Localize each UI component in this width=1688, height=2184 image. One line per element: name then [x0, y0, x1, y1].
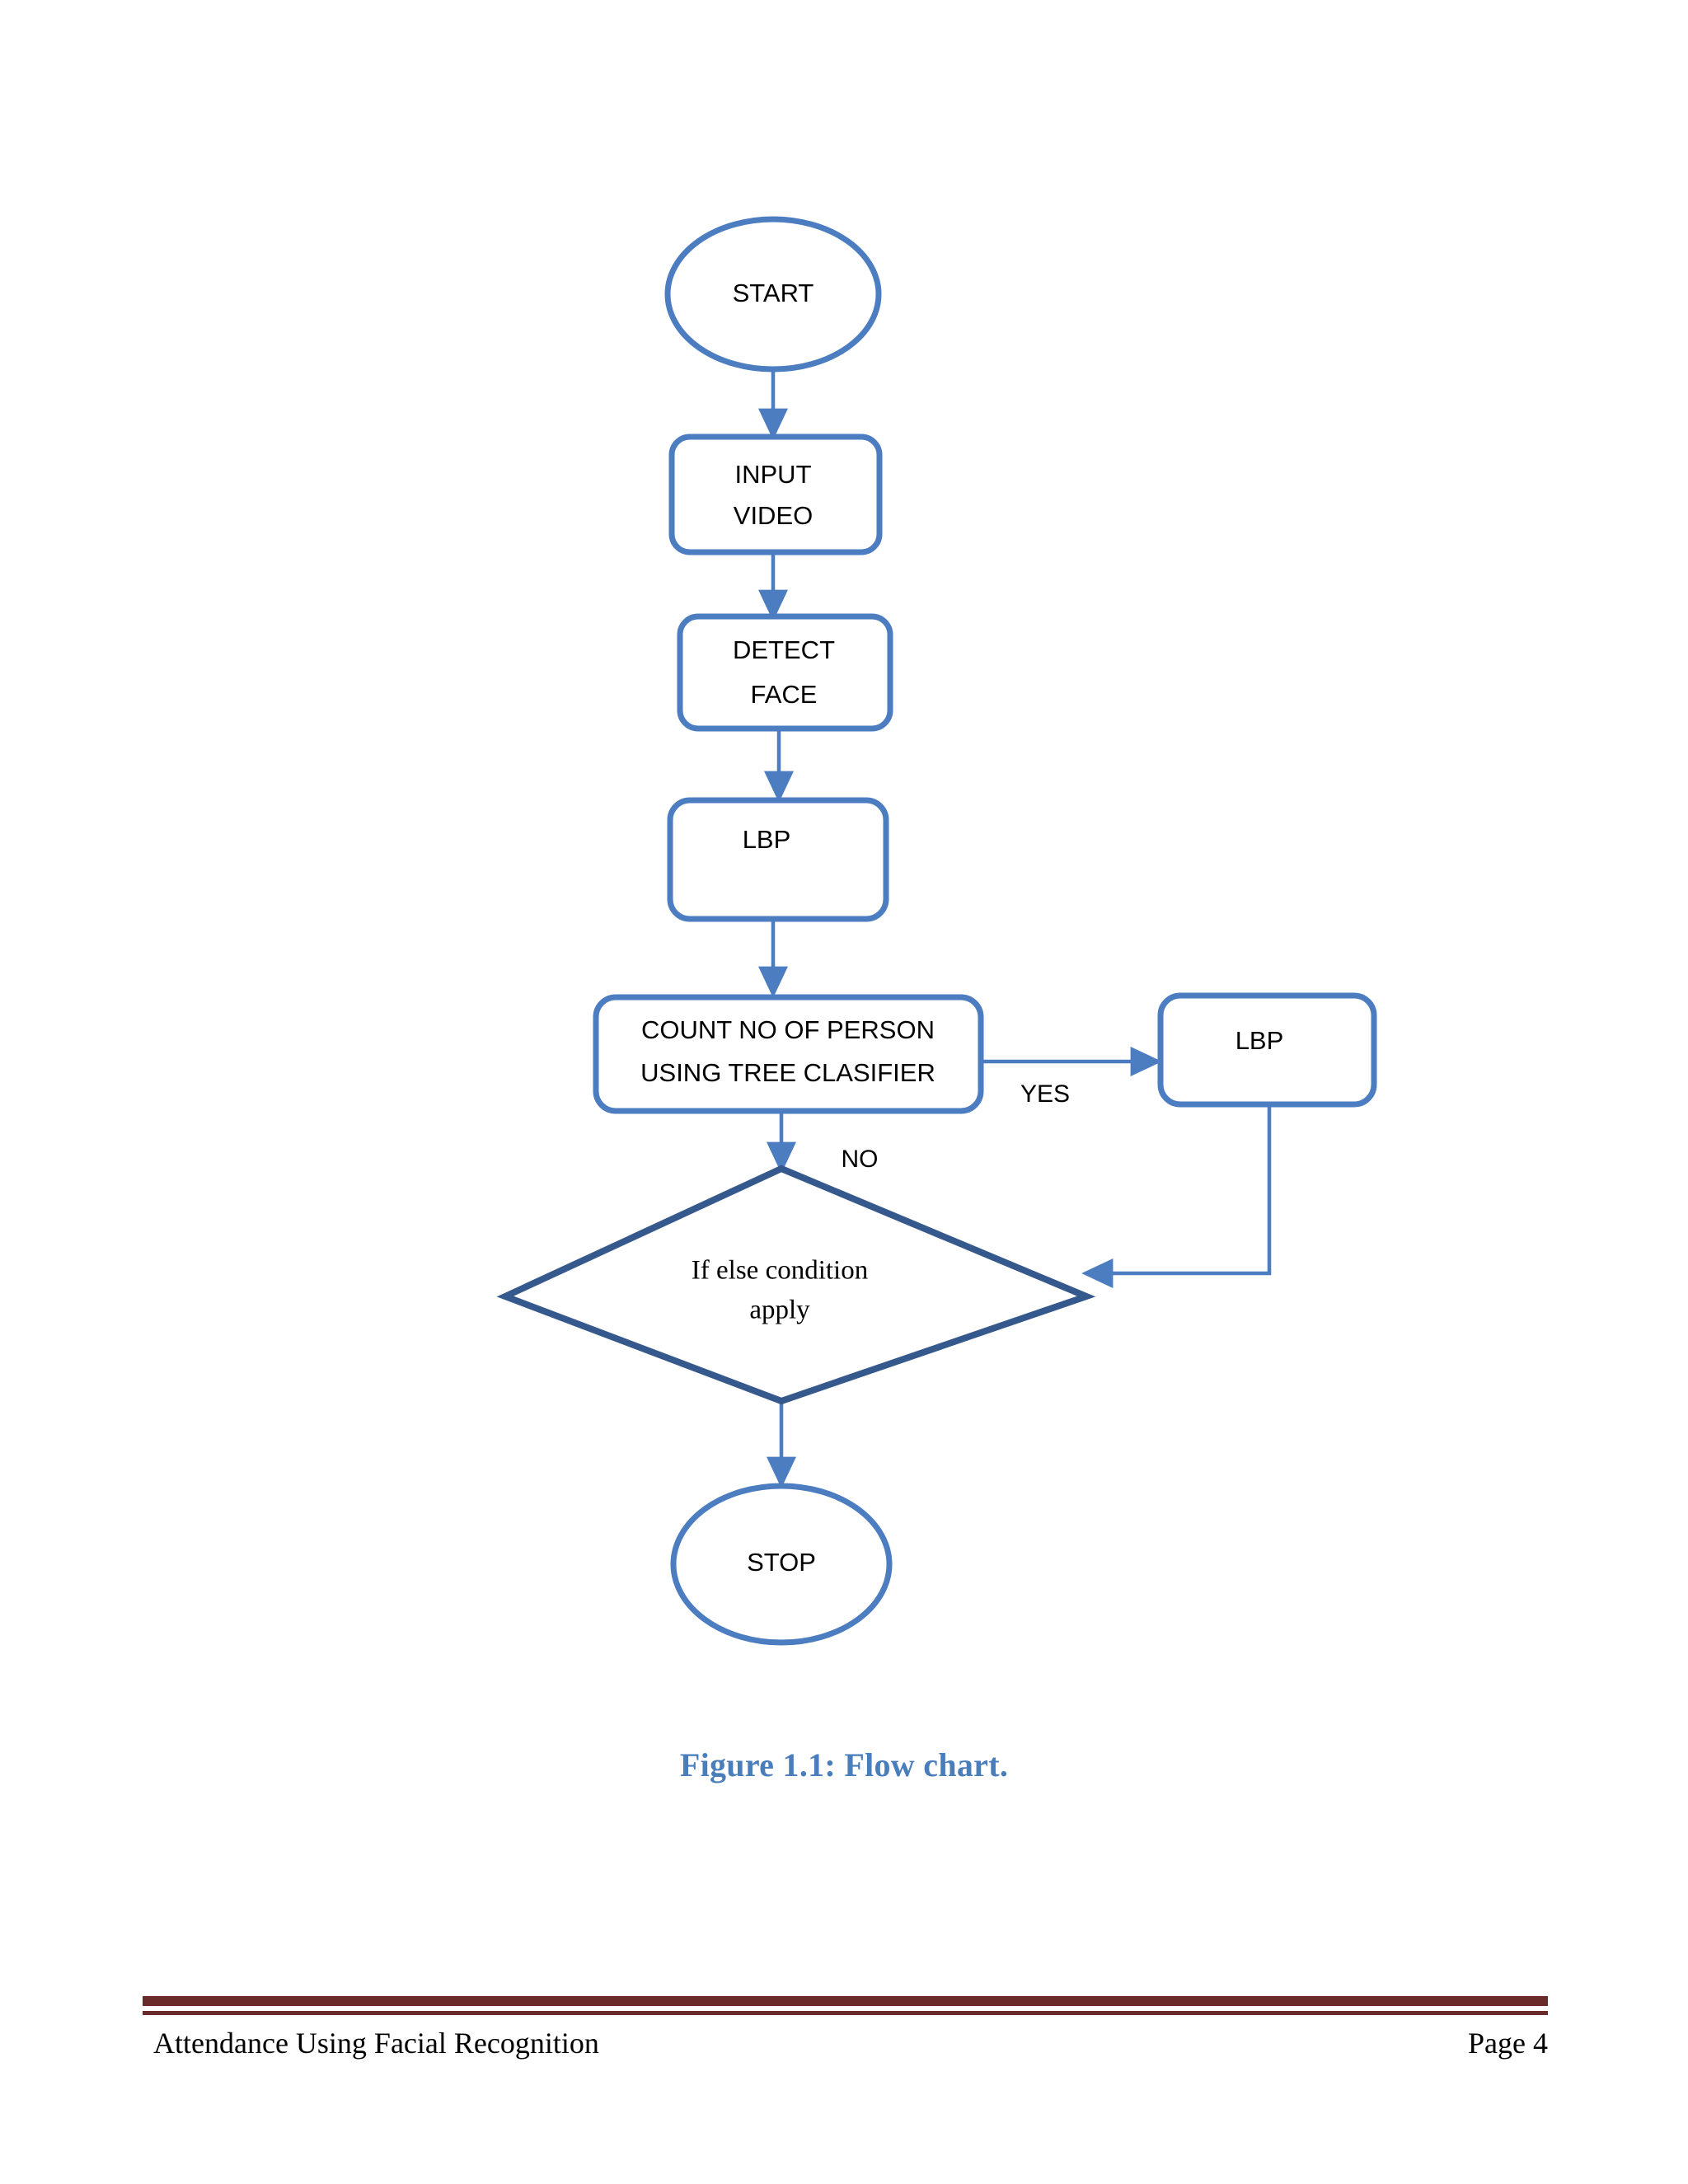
edge-label-no: NO	[842, 1146, 879, 1173]
lbp-right-box-shape	[1157, 992, 1377, 1108]
node-stop[interactable]: STOP	[670, 1483, 893, 1646]
edge-lbp2-to-decision	[1081, 1104, 1272, 1288]
decision-diamond-shape	[496, 1165, 1096, 1405]
detect-face-label-line2: FACE	[751, 680, 818, 709]
flowchart-canvas: START INPUT VIDEO DETECT FACE LBP COUNT …	[496, 216, 1377, 1646]
node-start[interactable]: START	[664, 216, 882, 373]
node-input-video[interactable]: INPUT VIDEO	[668, 434, 883, 555]
footer-rule-gap	[143, 2006, 1548, 2011]
node-detect-face[interactable]: DETECT FACE	[677, 613, 893, 732]
node-lbp-left[interactable]: LBP	[667, 797, 889, 922]
decision-label-line2: apply	[749, 1296, 810, 1325]
node-lbp-right[interactable]: LBP	[1157, 992, 1377, 1108]
start-ellipse-shape	[664, 216, 882, 373]
connectors	[758, 369, 1272, 1488]
footer-rule-thin	[143, 2011, 1548, 2015]
decision-label-line1: If else condition	[692, 1256, 868, 1286]
input-video-label-line2: VIDEO	[734, 501, 813, 530]
node-decision[interactable]: If else condition apply	[496, 1165, 1096, 1405]
count-person-label-line2: USING TREE CLASIFIER	[640, 1058, 935, 1087]
footer-document-title: Attendance Using Facial Recognition	[153, 2027, 599, 2060]
detect-face-box-shape	[677, 613, 893, 732]
input-video-label-line1: INPUT	[735, 460, 812, 489]
lbp-left-label: LBP	[743, 825, 791, 854]
lbp-right-label: LBP	[1236, 1026, 1284, 1055]
footer-rule-thick	[143, 1996, 1548, 2006]
figure-caption: Figure 1.1: Flow chart.	[679, 1746, 1009, 1783]
detect-face-label-line1: DETECT	[733, 635, 835, 664]
footer-page-number: Page 4	[1468, 2027, 1548, 2060]
count-person-label-line1: COUNT NO OF PERSON	[641, 1015, 935, 1044]
stop-label: STOP	[747, 1548, 816, 1577]
start-label: START	[733, 279, 814, 307]
stop-ellipse-shape	[670, 1483, 893, 1646]
input-video-box-shape	[668, 434, 883, 555]
edge-label-yes: YES	[1020, 1080, 1070, 1108]
count-person-box-shape	[593, 994, 984, 1114]
lbp-left-box-shape	[667, 797, 889, 922]
node-count-person[interactable]: COUNT NO OF PERSON USING TREE CLASIFIER	[593, 994, 984, 1114]
